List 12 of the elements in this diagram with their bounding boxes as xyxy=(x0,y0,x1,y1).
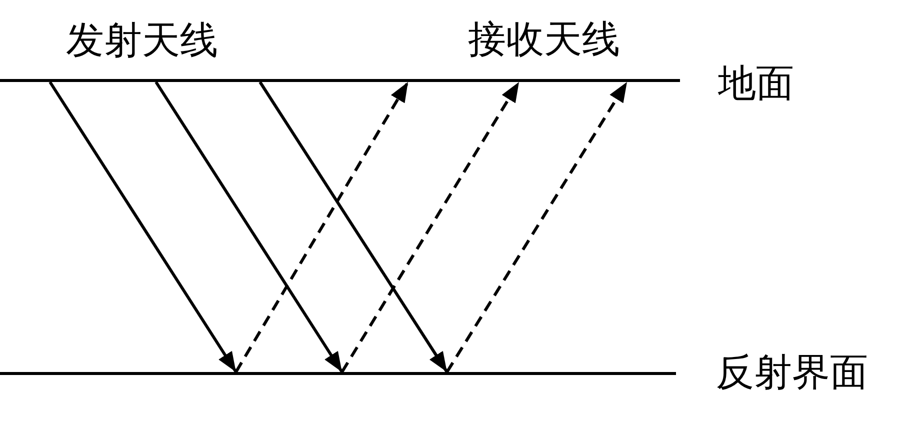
reflection-interface-line xyxy=(0,372,676,375)
dashed-arrow xyxy=(234,81,410,373)
interface-label: 反射界面 xyxy=(716,353,868,395)
dashed-arrow xyxy=(446,81,628,373)
receive-antenna-label: 接收天线 xyxy=(468,20,620,62)
solid-arrow xyxy=(154,81,344,373)
transmit-antenna-label: 发射天线 xyxy=(66,20,218,62)
dashed-arrow xyxy=(340,81,520,373)
solid-arrow xyxy=(258,81,448,373)
ground-surface-line xyxy=(0,79,680,82)
ground-label: 地面 xyxy=(718,64,794,106)
solid-arrow xyxy=(48,81,238,373)
